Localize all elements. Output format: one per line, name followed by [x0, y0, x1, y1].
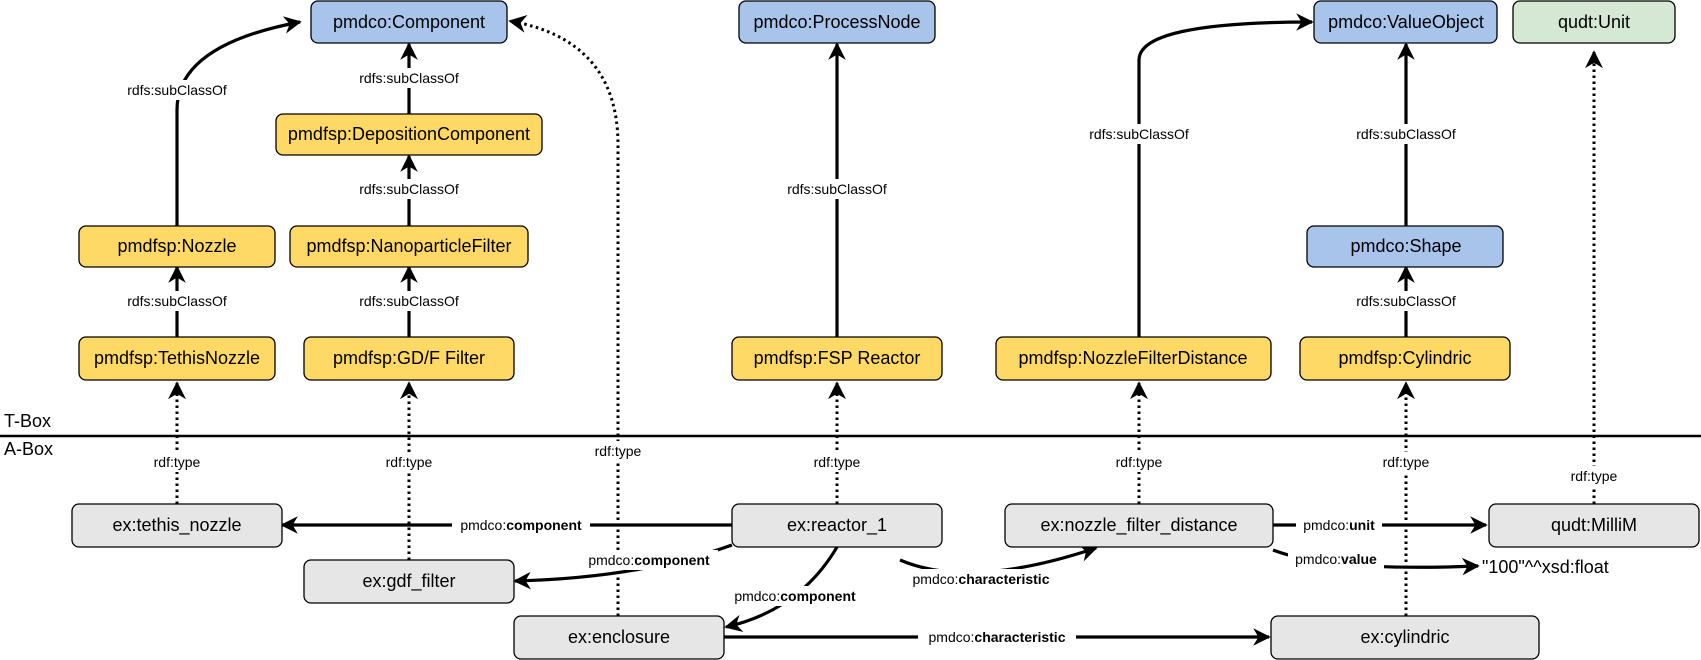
svg-text:pmdco:value: pmdco:value [1295, 551, 1377, 567]
svg-text:ex:reactor_1: ex:reactor_1 [787, 515, 887, 536]
svg-text:pmdco:characteristic: pmdco:characteristic [913, 571, 1050, 587]
node-pmdfsp-tethisnozzle: pmdfsp:TethisNozzle [78, 336, 276, 381]
svg-text:pmdfsp:NanoparticleFilter: pmdfsp:NanoparticleFilter [306, 236, 511, 256]
edge-nfd-value-literal: pmdco:value [1272, 548, 1480, 576]
tbox-label: T-Box [4, 411, 51, 431]
node-pmdfsp-gdf-filter: pmdfsp:GD/F Filter [303, 336, 515, 381]
svg-text:pmdfsp:DepositionComponent: pmdfsp:DepositionComponent [288, 124, 530, 144]
node-ex-nozzle-filter-distance: ex:nozzle_filter_distance [1004, 503, 1274, 548]
svg-text:rdfs:subClassOf: rdfs:subClassOf [1089, 126, 1189, 142]
svg-text:rdf:type: rdf:type [1383, 454, 1430, 470]
svg-text:ex:gdf_filter: ex:gdf_filter [362, 571, 455, 592]
svg-text:pmdco:Component: pmdco:Component [333, 12, 485, 32]
node-pmdfsp-depositioncomponent: pmdfsp:DepositionComponent [275, 113, 543, 156]
svg-text:pmdfsp:NozzleFilterDistance: pmdfsp:NozzleFilterDistance [1018, 348, 1247, 368]
edge-reactor-characteristic-nfd: pmdco:characteristic [899, 544, 1098, 589]
edge-millim-rdftype: rdf:type [1562, 50, 1626, 504]
svg-text:ex:tethis_nozzle: ex:tethis_nozzle [112, 515, 241, 536]
edge-gdf-subclassof: rdfs:subClassOf [354, 265, 464, 337]
edge-reactor-component-gdf: pmdco:component [513, 543, 733, 590]
node-pmdfsp-fsp-reactor: pmdfsp:FSP Reactor [731, 336, 943, 381]
node-pmdfsp-nozzlefilterdistance: pmdfsp:NozzleFilterDistance [995, 336, 1272, 381]
edge-tethis-subclassof: rdfs:subClassOf [122, 265, 232, 337]
svg-text:rdfs:subClassOf: rdfs:subClassOf [359, 70, 459, 86]
svg-text:pmdco:component: pmdco:component [734, 588, 856, 604]
svg-text:ex:enclosure: ex:enclosure [568, 627, 670, 647]
svg-text:rdf:type: rdf:type [595, 443, 642, 459]
edge-nfd-subclassof: rdfs:subClassOf [1084, 13, 1314, 337]
svg-text:pmdfsp:TethisNozzle: pmdfsp:TethisNozzle [94, 348, 260, 368]
node-pmdfsp-nanoparticlefilter: pmdfsp:NanoparticleFilter [289, 225, 529, 268]
svg-text:ex:nozzle_filter_distance: ex:nozzle_filter_distance [1040, 515, 1237, 536]
svg-text:rdf:type: rdf:type [1116, 454, 1163, 470]
node-pmdfsp-nozzle: pmdfsp:Nozzle [78, 225, 276, 268]
edge-gdf-rdftype: rdf:type [377, 381, 441, 560]
svg-text:pmdco:component: pmdco:component [460, 517, 582, 533]
node-pmdco-component: pmdco:Component [310, 0, 508, 44]
edge-nfd-rdftype: rdf:type [1107, 381, 1171, 504]
literal-value: "100"^^xsd:float [1482, 557, 1609, 577]
svg-text:rdfs:subClassOf: rdfs:subClassOf [1356, 293, 1456, 309]
node-ex-gdf-filter: ex:gdf_filter [303, 559, 515, 604]
node-ex-enclosure: ex:enclosure [513, 615, 725, 660]
svg-text:qudt:MilliM: qudt:MilliM [1551, 515, 1637, 535]
svg-text:rdf:type: rdf:type [154, 454, 201, 470]
node-ex-cylindric: ex:cylindric [1270, 615, 1540, 660]
node-pmdco-processnode: pmdco:ProcessNode [738, 0, 936, 44]
edge-npfilter-subclassof: rdfs:subClassOf [354, 154, 464, 226]
svg-text:pmdfsp:FSP Reactor: pmdfsp:FSP Reactor [754, 348, 921, 368]
edge-reactor-component-enclosure: pmdco:component [724, 546, 864, 633]
node-ex-tethis-nozzle: ex:tethis_nozzle [71, 503, 283, 548]
abox-label: A-Box [4, 439, 53, 459]
edge-tethis-rdftype: rdf:type [145, 381, 209, 504]
svg-text:rdfs:subClassOf: rdfs:subClassOf [127, 293, 227, 309]
edge-fsp-subclassof: rdfs:subClassOf [782, 42, 892, 337]
svg-text:pmdfsp:GD/F Filter: pmdfsp:GD/F Filter [333, 348, 485, 368]
node-pmdfsp-cylindric: pmdfsp:Cylindric [1299, 336, 1511, 381]
svg-text:pmdfsp:Cylindric: pmdfsp:Cylindric [1338, 348, 1471, 368]
svg-text:qudt:Unit: qudt:Unit [1558, 12, 1630, 32]
svg-text:pmdco:ValueObject: pmdco:ValueObject [1328, 12, 1484, 32]
node-pmdco-valueobject: pmdco:ValueObject [1313, 0, 1498, 44]
svg-text:rdfs:subClassOf: rdfs:subClassOf [1356, 126, 1456, 142]
edge-cylindric-rdftype: rdf:type [1374, 381, 1438, 616]
svg-text:rdf:type: rdf:type [814, 454, 861, 470]
svg-text:rdfs:subClassOf: rdfs:subClassOf [359, 293, 459, 309]
svg-text:rdfs:subClassOf: rdfs:subClassOf [359, 181, 459, 197]
edge-enclosure-characteristic-cylindric: pmdco:characteristic [724, 627, 1271, 647]
svg-text:pmdco:unit: pmdco:unit [1303, 517, 1375, 533]
node-qudt-millim: qudt:MilliM [1488, 503, 1700, 548]
edge-nfd-unit-millim: pmdco:unit [1273, 515, 1488, 535]
node-ex-reactor-1: ex:reactor_1 [731, 503, 943, 548]
edge-nozzle-subclassof: rdfs:subClassOf [122, 16, 302, 226]
edge-depcomp-subclassof: rdfs:subClassOf [354, 42, 464, 114]
svg-text:rdf:type: rdf:type [1571, 468, 1618, 484]
edge-reactor-component-tethis: pmdco:component [280, 515, 732, 535]
svg-text:pmdco:ProcessNode: pmdco:ProcessNode [753, 12, 920, 32]
edge-shape-subclassof: rdfs:subClassOf [1351, 42, 1461, 226]
svg-text:ex:cylindric: ex:cylindric [1360, 627, 1449, 647]
svg-text:rdf:type: rdf:type [386, 454, 433, 470]
svg-text:rdfs:subClassOf: rdfs:subClassOf [787, 181, 887, 197]
node-qudt-unit: qudt:Unit [1512, 0, 1676, 44]
edge-enclosure-rdftype: rdf:type [508, 14, 650, 616]
svg-text:pmdfsp:Nozzle: pmdfsp:Nozzle [117, 236, 236, 256]
node-pmdco-shape: pmdco:Shape [1306, 225, 1504, 268]
svg-text:rdfs:subClassOf: rdfs:subClassOf [127, 82, 227, 98]
svg-text:pmdco:characteristic: pmdco:characteristic [929, 629, 1066, 645]
edge-reactor-rdftype: rdf:type [805, 381, 869, 504]
svg-text:pmdco:component: pmdco:component [588, 552, 710, 568]
svg-text:pmdco:Shape: pmdco:Shape [1350, 236, 1461, 256]
edge-cylindric-subclassof: rdfs:subClassOf [1351, 265, 1461, 337]
